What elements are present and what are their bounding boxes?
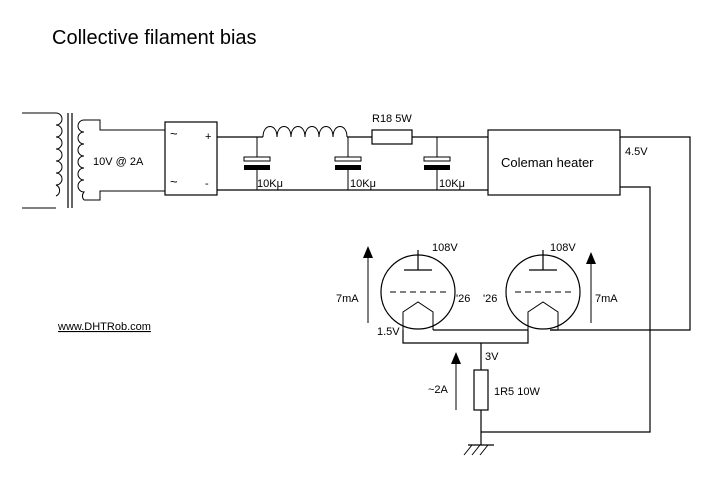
ground-icon xyxy=(463,444,494,456)
bias-current-label: ~2A xyxy=(428,384,449,396)
capacitor-c3-label: 10Kμ xyxy=(439,178,465,190)
bias-current-arrow xyxy=(451,352,461,410)
bias-node-voltage: 3V xyxy=(485,351,499,363)
transformer: 10V @ 2A xyxy=(22,112,165,209)
tube-right-anode-voltage: 108V xyxy=(550,242,576,254)
rectifier-ac-top: ~ xyxy=(170,126,178,141)
resistor-r18-label: R18 5W xyxy=(372,113,412,125)
regulator-output-voltage: 4.5V xyxy=(625,146,648,158)
rectifier-minus: - xyxy=(205,178,209,190)
transformer-core xyxy=(67,113,73,208)
tube-right-current: 7mA xyxy=(595,293,618,305)
tube-left-26: 108V '26 7mA 1.5V xyxy=(336,242,470,338)
coleman-heater-regulator: Coleman heater xyxy=(487,129,621,196)
tube-left-type: '26 xyxy=(456,293,470,305)
tube-left-filament-bias: 1.5V xyxy=(377,326,400,338)
resistor-r18 xyxy=(371,129,413,145)
current-arrow-right xyxy=(586,252,596,323)
heater-output-negative xyxy=(620,186,651,330)
filament-bias-node xyxy=(402,330,529,344)
heater-output-positive xyxy=(620,136,691,331)
rectifier-plus: + xyxy=(205,131,211,143)
bias-resistor-label: 1R5 10W xyxy=(494,386,540,398)
tube-left-anode-voltage: 108V xyxy=(432,242,458,254)
secondary-winding xyxy=(77,119,86,201)
capacitor-c3: 10Kμ xyxy=(423,137,465,190)
diagram-title: Collective filament bias xyxy=(52,27,257,49)
rectifier-block: ~ ~ + - xyxy=(164,121,218,196)
capacitor-c1-label: 10Kμ xyxy=(257,178,283,190)
current-arrow-left xyxy=(363,246,373,323)
coleman-heater-label: Coleman heater xyxy=(501,155,594,170)
ground-return xyxy=(481,330,651,433)
tube-right-type: '26 xyxy=(483,293,497,305)
choke-inductor xyxy=(262,126,348,138)
website-link[interactable]: www.DHTRob.com xyxy=(57,321,151,333)
capacitor-c2: 10Kμ xyxy=(334,137,376,190)
rectifier-ac-bottom: ~ xyxy=(170,174,178,189)
bias-resistor xyxy=(473,369,489,411)
capacitor-c2-label: 10Kμ xyxy=(350,178,376,190)
transformer-rating: 10V @ 2A xyxy=(93,156,144,168)
primary-winding xyxy=(55,112,63,197)
tube-right-26: 108V '26 7mA xyxy=(483,242,618,330)
tube-left-current: 7mA xyxy=(336,293,359,305)
capacitor-c1: 10Kμ xyxy=(243,137,283,190)
